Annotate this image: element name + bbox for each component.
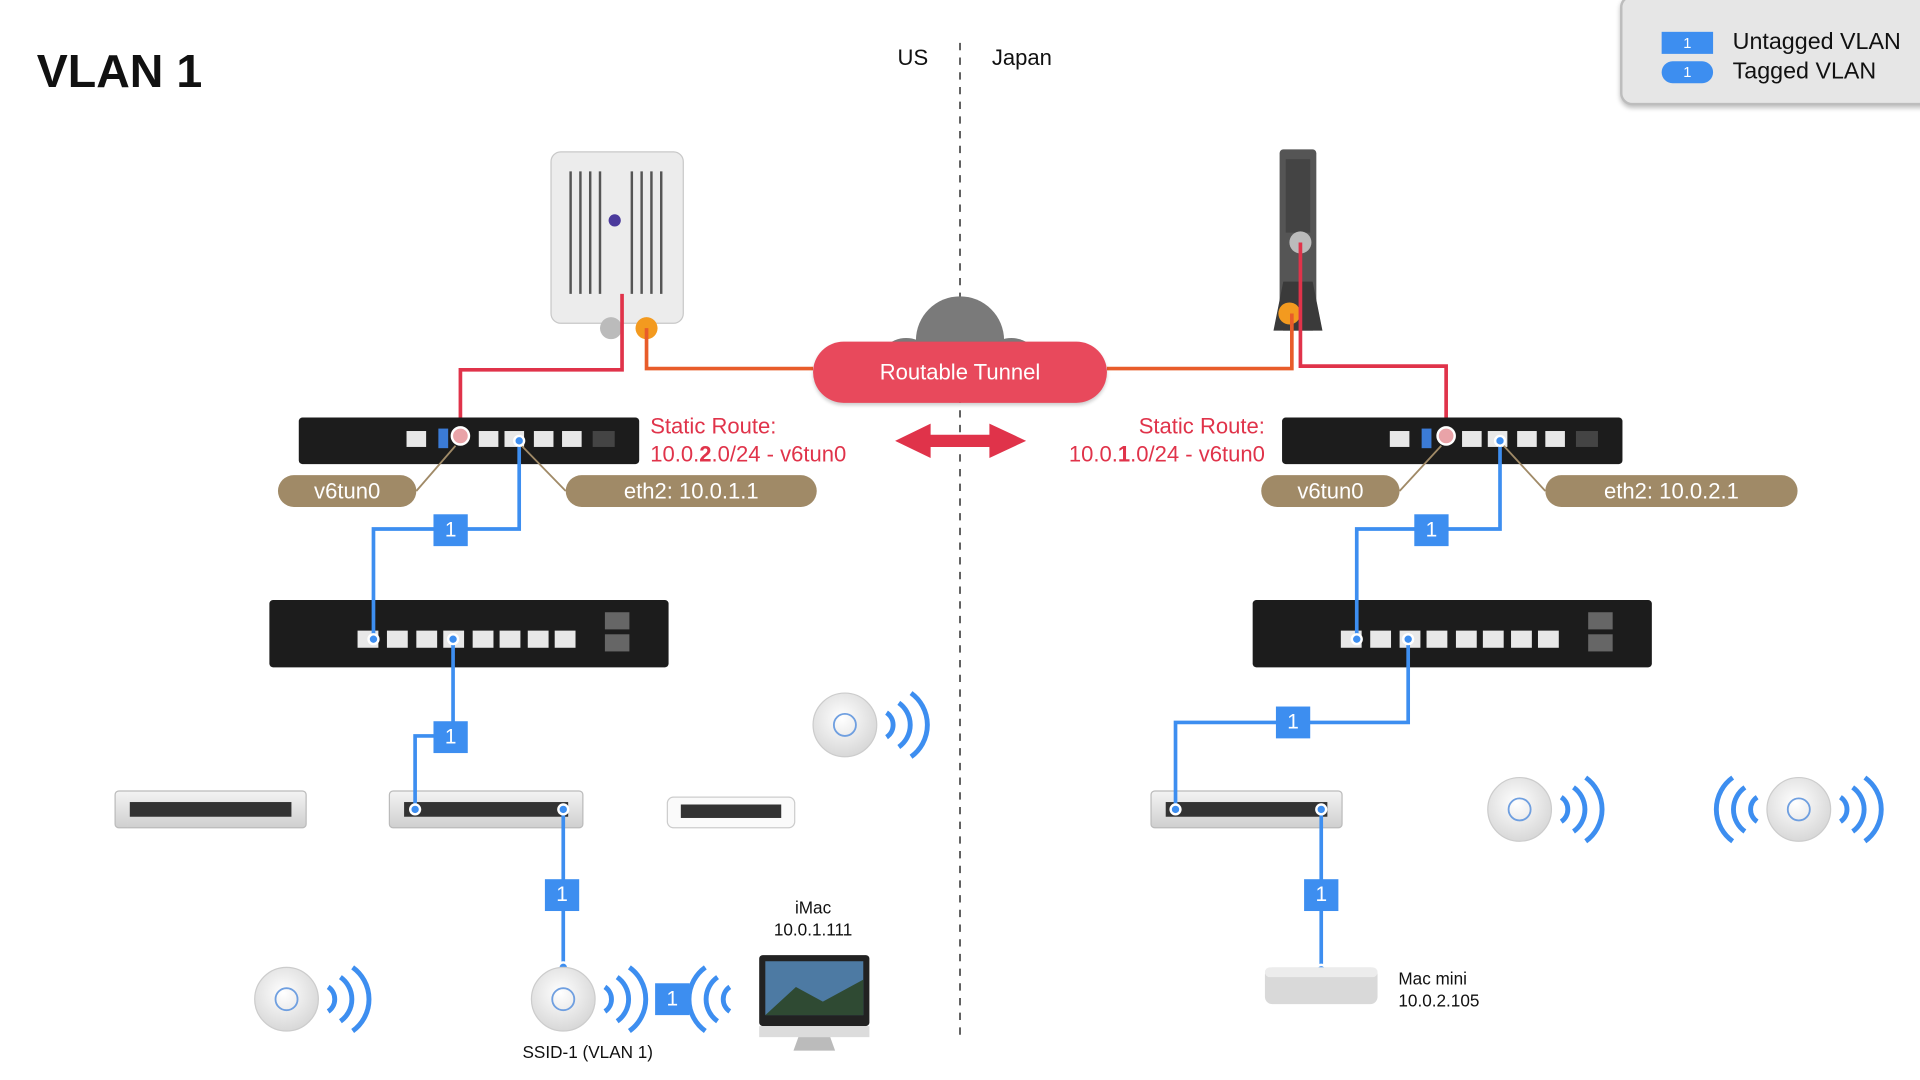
us-route-title: Static Route: [650, 413, 777, 439]
legend-untagged-badge: 1 [1661, 31, 1714, 54]
jp-edgeswitch [1252, 600, 1652, 668]
imac-wifi-icon [686, 965, 732, 1034]
legend-untagged: 1 Untagged VLAN [1661, 29, 1901, 56]
vlan-tag: 1 [433, 514, 468, 547]
vlan-tag: 1 [544, 879, 580, 912]
us-switch-left [114, 790, 307, 829]
us-wan-cable-red [458, 293, 624, 432]
jp-static-route: Static Route: 10.0.1.0/24 - v6tun0 [1051, 413, 1265, 469]
us-edgerouter [298, 417, 640, 465]
jp-ap-middle [1487, 775, 1605, 844]
us-ap-top [812, 691, 930, 759]
jp-wan-cable-orange [1106, 313, 1294, 371]
jp-switch [1150, 790, 1343, 829]
us-edgeswitch [269, 600, 669, 668]
vlan-tag: 1 [1414, 514, 1449, 547]
vlan-tag: 1 [1304, 879, 1339, 912]
us-ap-ssid [530, 965, 649, 1034]
region-label-japan: Japan [991, 45, 1052, 70]
mac-mini-computer [1264, 967, 1378, 1005]
vlan-tag: 1 [1275, 706, 1311, 739]
us-switch-middle [388, 790, 584, 829]
us-fiber-modem [550, 151, 684, 340]
us-switch-right [666, 796, 796, 829]
jp-eth2-pill: eth2: 10.0.2.1 [1545, 475, 1798, 507]
legend-untagged-label: Untagged VLAN [1732, 29, 1901, 56]
imac-computer [759, 955, 870, 1051]
us-wan-cable-orange [644, 328, 814, 371]
imac-label: iMac 10.0.1.111 [740, 896, 887, 940]
jp-edgerouter [1282, 417, 1623, 465]
us-eth2-pill: eth2: 10.0.1.1 [565, 475, 817, 507]
legend-tagged-label: Tagged VLAN [1732, 58, 1877, 85]
jp-wan-cable-red [1298, 242, 1448, 432]
us-ap-bottom-left [254, 965, 372, 1034]
ssid-label: SSID-1 (VLAN 1) [522, 1042, 654, 1062]
us-static-route: Static Route: 10.0.2.0/24 - v6tun0 [650, 413, 846, 469]
imac-name: iMac [794, 897, 832, 918]
vlan-tag: 1 [433, 721, 468, 754]
routable-tunnel-label: Routable Tunnel [813, 341, 1107, 403]
region-label-us: US [897, 45, 929, 70]
jp-v6tun0-pill: v6tun0 [1261, 475, 1400, 507]
macmini-ip: 10.0.2.105 [1398, 990, 1480, 1011]
macmini-name: Mac mini [1398, 968, 1467, 989]
jp-onu-device [1273, 149, 1323, 331]
imac-ip: 10.0.1.111 [773, 919, 853, 940]
us-route-value: 10.0.2.0/24 - v6tun0 [650, 442, 847, 467]
jp-route-value: 10.0.1.0/24 - v6tun0 [1068, 442, 1265, 467]
jp-ap-right [1713, 775, 1884, 844]
macmini-label: Mac mini 10.0.2.105 [1398, 967, 1479, 1011]
vlan-tag: 1 [655, 983, 690, 1016]
legend-tagged: 1 Tagged VLAN [1661, 58, 1877, 86]
us-v6tun0-pill: v6tun0 [277, 475, 417, 507]
jp-route-title: Static Route: [1138, 413, 1265, 439]
legend: 1 Untagged VLAN 1 Tagged VLAN [1620, 0, 1920, 106]
route-arrow [895, 423, 1027, 458]
page-title: VLAN 1 [36, 46, 203, 98]
legend-tagged-badge: 1 [1661, 61, 1714, 84]
